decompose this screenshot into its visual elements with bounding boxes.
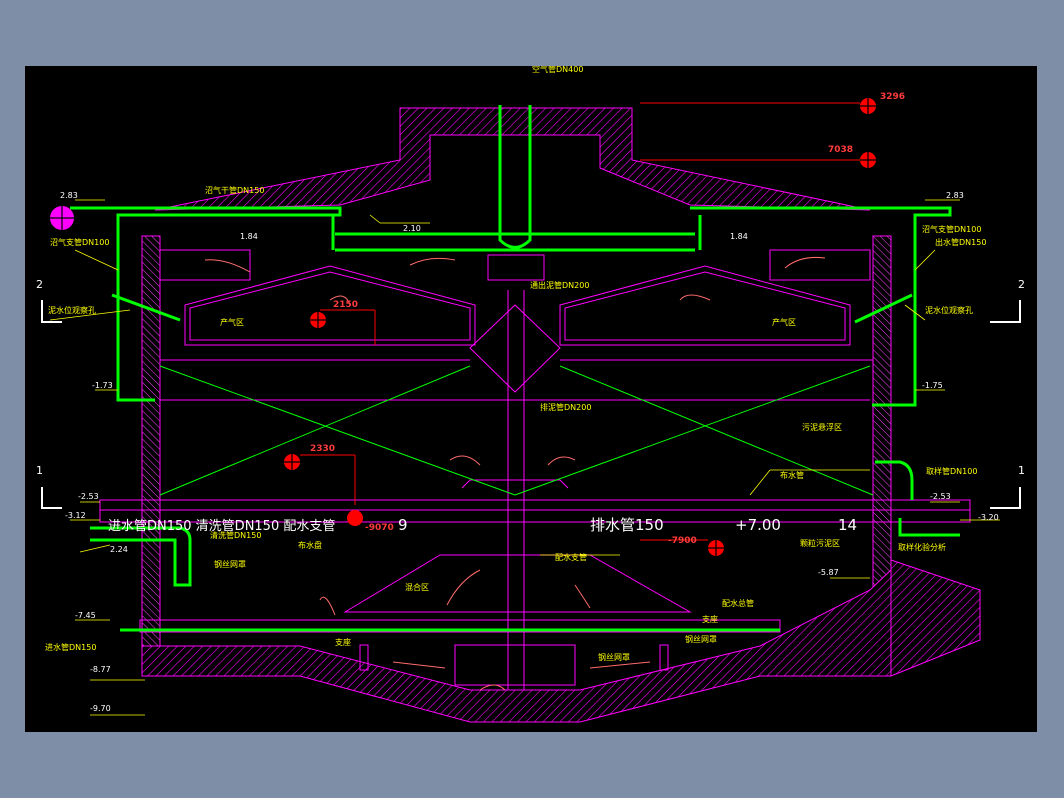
water-dist-3-label: 配水总管 [722, 598, 754, 608]
flow-arrows [204, 257, 826, 691]
steel-mesh-3-label: 钢丝网罩 [685, 634, 717, 644]
dim-3296: 3296 [880, 92, 905, 102]
level-window-right-label: 泥水位观察孔 [925, 305, 973, 315]
dim-9070: -9070 [365, 523, 394, 533]
section-1-left: 1 [36, 464, 43, 477]
garbled-overlay-right-2: 14 [838, 516, 857, 534]
sludge-pipe-top-label: 通出泥管DN200 [530, 280, 589, 290]
air-pipe-label: 空气管DN400 [532, 66, 583, 74]
support-right-label: 支座 [702, 614, 718, 624]
section-markers [41, 300, 1021, 509]
elev-1-84-right: 1.84 [730, 232, 748, 241]
gas-branch-right-label: 沼气支管DN100 [922, 224, 981, 234]
sampling-analysis-label: 取样化验分析 [898, 542, 946, 552]
elev-2-83-right: 2.83 [946, 191, 964, 200]
elev-minus-5-87: -5.87 [818, 568, 839, 577]
garbled-overlay-mid: 排水管150 [590, 516, 664, 534]
level-window-left-label: 泥水位观察孔 [48, 305, 96, 315]
gas-and-water-pipes [70, 105, 960, 632]
dim-2330: 2330 [310, 444, 335, 454]
granular-sludge-label: 颗粒污泥区 [800, 538, 840, 548]
elev-minus-8-77: -8.77 [90, 665, 111, 674]
dim-7900: -7900 [668, 536, 697, 546]
outlet-pipe-label: 出水管DN150 [935, 237, 986, 247]
cad-viewport[interactable]: 空气管DN400 沼气干管DN150 沼气支管DN100 沼气支管DN100 出… [25, 66, 1037, 732]
sampling-pipe-label: 取样管DN100 [926, 466, 977, 476]
elev-minus-3-20: -3.20 [978, 513, 999, 522]
elev-minus-2-53-right: -2.53 [930, 492, 951, 501]
sludge-discharge-label: 排泥管DN200 [540, 402, 591, 412]
concrete-shell [141, 107, 981, 723]
garbled-overlay-left: 进水管DN150 清洗管DN150 配水支管 [108, 519, 335, 534]
gas-zone-right-label: 产气区 [772, 317, 796, 327]
sludge-suspension-label: 污泥悬浮区 [802, 422, 842, 432]
water-dist-2-label: 配水支管 [555, 552, 587, 562]
steel-mesh-2-label: 钢丝网罩 [598, 652, 630, 662]
section-1-right: 1 [1018, 464, 1025, 477]
annotation-text-layer: 空气管DN400 沼气干管DN150 沼气支管DN100 沼气支管DN100 出… [36, 66, 1025, 713]
steel-mesh-1-label: 钢丝网罩 [214, 559, 246, 569]
elev-minus-1-73: -1.73 [92, 381, 113, 390]
leader-lines [49, 199, 1000, 716]
elev-minus-2-53-left: -2.53 [78, 492, 99, 501]
elev-2-24: 2.24 [110, 545, 128, 554]
elev-2-10: 2.10 [403, 224, 421, 233]
elev-2-83-left: 2.83 [60, 191, 78, 200]
support-left-label: 支座 [335, 637, 351, 647]
elev-1-84-left: 1.84 [240, 232, 258, 241]
uasb-reactor-section-drawing [41, 96, 1021, 723]
distributor-label: 布水盘 [298, 540, 322, 550]
gas-zone-left-label: 产气区 [220, 317, 244, 327]
garbled-overlay-9: 9 [398, 516, 408, 534]
garbled-overlay-right-1: +7.00 [735, 516, 781, 534]
dim-7038: 7038 [828, 145, 853, 155]
elev-minus-1-75: -1.75 [922, 381, 943, 390]
mixing-zone-label: 混合区 [405, 582, 429, 592]
elev-minus-9-70: -9.70 [90, 704, 111, 713]
gas-main-pipe-label: 沼气干管DN150 [205, 185, 264, 195]
elev-minus-7-45: -7.45 [75, 611, 96, 620]
gas-branch-left-label: 沼气支管DN100 [50, 237, 109, 247]
elev-minus-3-12: -3.12 [65, 511, 86, 520]
red-dim-markers [50, 96, 878, 558]
flush-pipe-label: 清洗管DN150 [210, 530, 261, 540]
internal-structure [99, 249, 971, 690]
inlet-pipe-label: 进水管DN150 [45, 642, 96, 652]
section-2-right: 2 [1018, 278, 1025, 291]
section-2-left: 2 [36, 278, 43, 291]
sludge-zone-cross [159, 365, 874, 496]
water-dist-1-label: 布水管 [780, 470, 804, 480]
dim-2150: 2150 [333, 300, 358, 310]
